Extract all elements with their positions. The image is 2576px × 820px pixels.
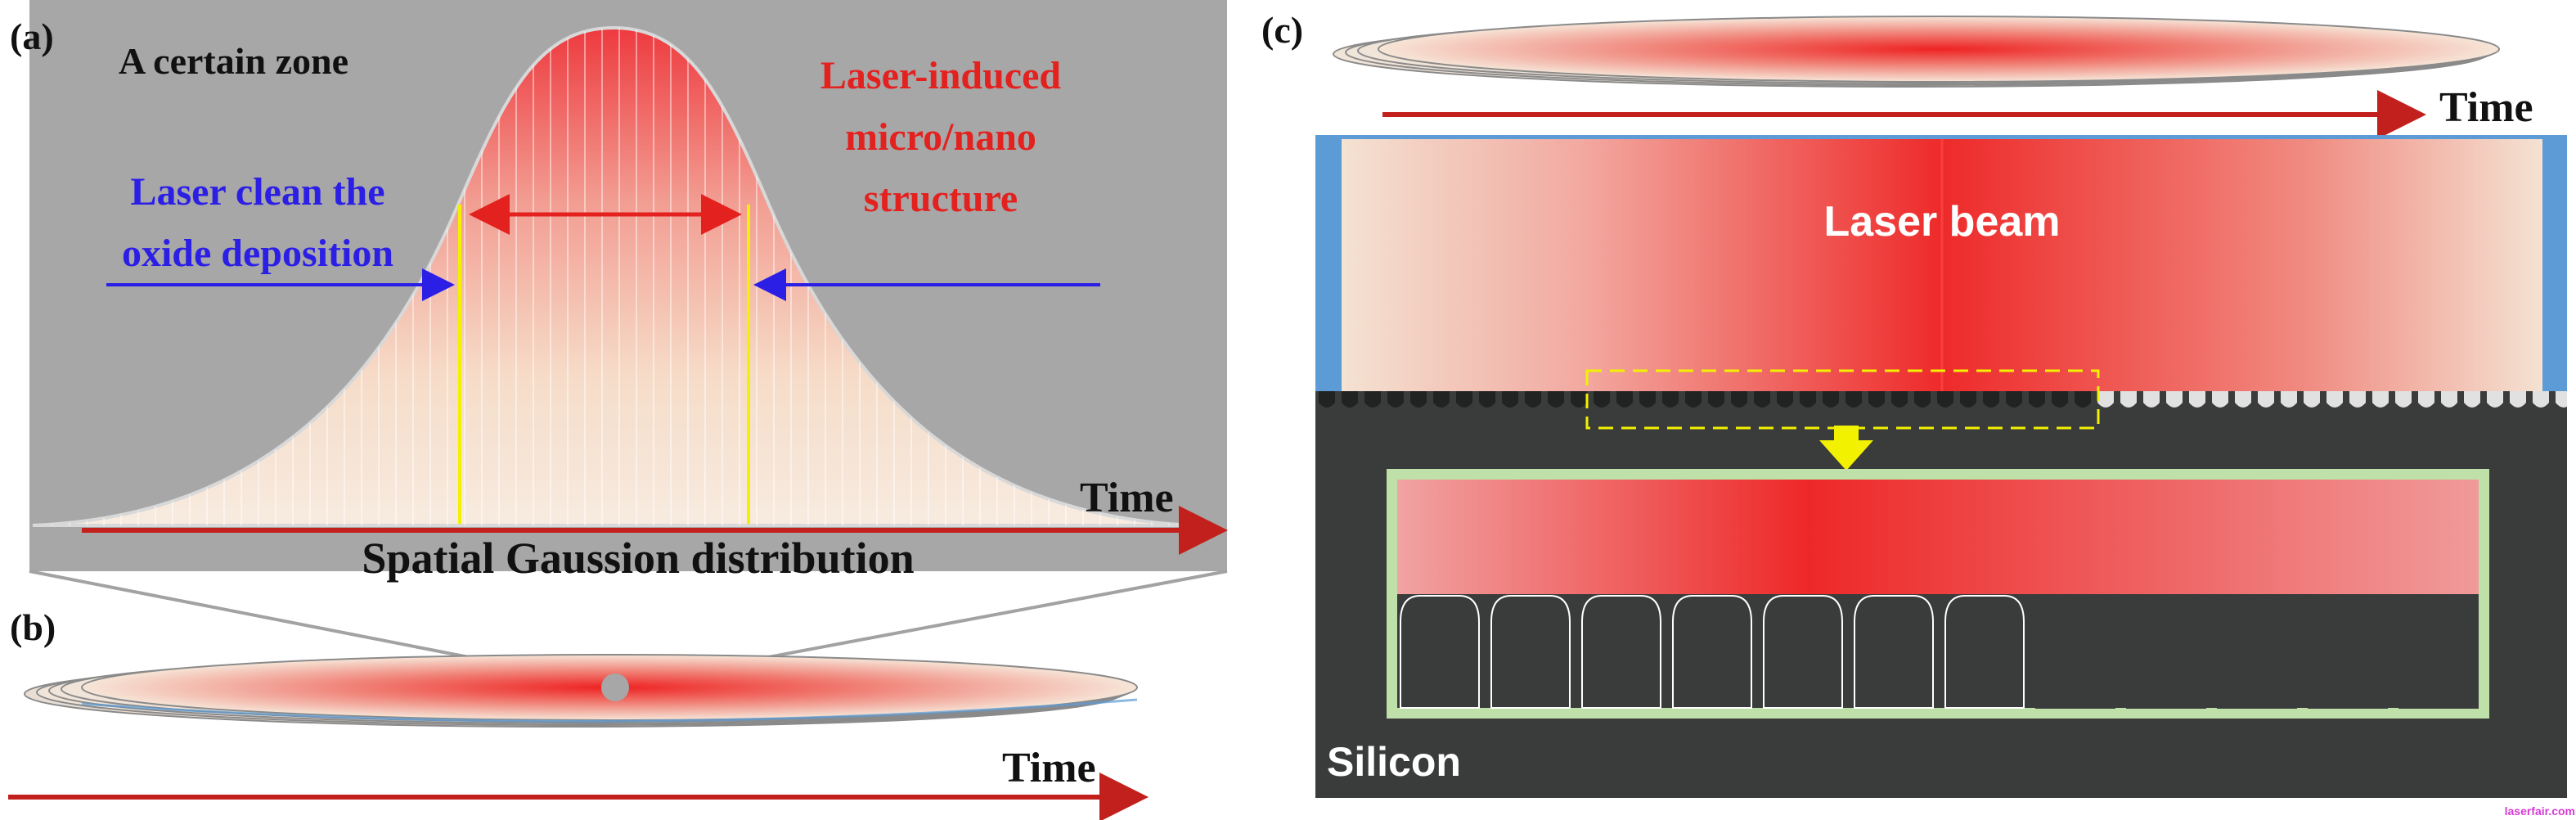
surface-texture	[1319, 391, 2572, 408]
zoom-region-box	[1585, 369, 2100, 430]
surface-ripple	[1891, 391, 1908, 408]
pulse-train-disc-c	[1333, 16, 2500, 88]
inset-pillar	[2126, 595, 2206, 709]
surface-ripple	[2510, 391, 2526, 408]
surface-ripple	[2166, 391, 2183, 408]
surface-ripple	[1479, 391, 1495, 408]
inset-pillar	[1581, 595, 1661, 709]
focus-spot	[601, 674, 629, 701]
panel-c: (c) Time Laser beam Silicon	[1261, 9, 2572, 798]
micro-label-line3: structure	[864, 177, 1018, 220]
panel-a: (a) A certain zone Laser clean the oxide…	[10, 0, 1228, 583]
inset-pillars	[1400, 595, 2479, 709]
inset-pillar	[1944, 595, 2025, 709]
surface-ripple	[1364, 391, 1381, 408]
surface-ripple	[1410, 391, 1427, 408]
inset-pillar	[1854, 595, 1934, 709]
zoom-down-arrow	[1819, 426, 1873, 471]
inset-pillar	[1400, 595, 1480, 709]
panel-b-label: (b)	[10, 606, 56, 648]
surface-ripple	[2052, 391, 2068, 408]
micro-label-line2: micro/nano	[845, 115, 1036, 159]
surface-ripple	[1845, 391, 1862, 408]
surface-ripple	[2326, 391, 2343, 408]
surface-ripple	[1616, 391, 1633, 408]
surface-ripple	[2487, 391, 2503, 408]
surface-ripple	[1502, 391, 1518, 408]
watermark: laserfair.com	[2505, 804, 2575, 818]
surface-ripple	[2143, 391, 2160, 408]
surface-ripple	[1823, 391, 1839, 408]
surface-ripple	[1800, 391, 1816, 408]
surface-ripple	[2464, 391, 2480, 408]
inset-pillar	[2398, 595, 2479, 709]
panel-a-label: (a)	[10, 16, 54, 57]
surface-ripple	[1731, 391, 1747, 408]
surface-ripple	[2441, 391, 2457, 408]
surface-ripple	[1594, 391, 1610, 408]
surface-ripple	[2075, 391, 2091, 408]
surface-ripple	[2281, 391, 2297, 408]
surface-ripple	[1685, 391, 1702, 408]
surface-ripple	[1387, 391, 1404, 408]
surface-ripple	[1433, 391, 1450, 408]
time-label-c: Time	[2439, 84, 2533, 131]
surface-ripple	[2120, 391, 2137, 408]
surface-ripple	[2029, 391, 2045, 408]
axis-caption: Spatial Gaussion distribution	[362, 534, 914, 583]
surface-ripple	[2556, 391, 2572, 408]
surface-ripple	[2304, 391, 2320, 408]
micro-label-line1: Laser-induced	[820, 54, 1062, 97]
surface-ripple	[2349, 391, 2366, 408]
zone-label: A certain zone	[119, 40, 348, 82]
inset-pillar	[2035, 595, 2115, 709]
surface-ripple	[2258, 391, 2274, 408]
surface-ripple	[1960, 391, 1976, 408]
surface-ripple	[1456, 391, 1472, 408]
silicon-label: Silicon	[1327, 739, 1461, 785]
surface-ripple	[1548, 391, 1564, 408]
surface-ripple	[2235, 391, 2251, 408]
inset-pillar	[1763, 595, 1843, 709]
surface-ripple	[2533, 391, 2549, 408]
surface-ripple	[1342, 391, 1358, 408]
inset-beam	[1397, 480, 2479, 594]
surface-ripple	[2006, 391, 2022, 408]
inset-pillar	[2217, 595, 2297, 709]
surface-ripple	[1983, 391, 1999, 408]
surface-ripple	[1708, 391, 1724, 408]
surface-ripple	[2395, 391, 2412, 408]
surface-ripple	[1525, 391, 1541, 408]
surface-ripple	[1777, 391, 1793, 408]
surface-ripple	[1319, 391, 1335, 408]
laser-beam-label: Laser beam	[1823, 198, 2060, 246]
panel-b: (b) Time	[8, 606, 1149, 820]
surface-ripple	[2097, 391, 2114, 408]
surface-ripple	[2372, 391, 2389, 408]
panel-c-label: (c)	[1261, 9, 1303, 51]
surface-ripple	[1914, 391, 1931, 408]
surface-ripple	[1571, 391, 1587, 408]
surface-ripple	[1937, 391, 1953, 408]
time-label-a: Time	[1080, 475, 1174, 521]
inset-pillar	[2308, 595, 2388, 709]
surface-ripple	[1754, 391, 1770, 408]
inset-pillar	[1672, 595, 1752, 709]
pulse-train-disc	[24, 654, 1138, 728]
surface-ripple	[2418, 391, 2434, 408]
surface-ripple	[1639, 391, 1656, 408]
surface-ripple	[2212, 391, 2228, 408]
inset-pillar	[1490, 595, 1571, 709]
clean-label-line2: oxide deposition	[122, 232, 393, 275]
surface-ripple	[2189, 391, 2205, 408]
time-label-b: Time	[1002, 745, 1096, 791]
surface-ripple	[1868, 391, 1885, 408]
surface-ripple	[1662, 391, 1679, 408]
clean-label-line1: Laser clean the	[130, 170, 384, 214]
